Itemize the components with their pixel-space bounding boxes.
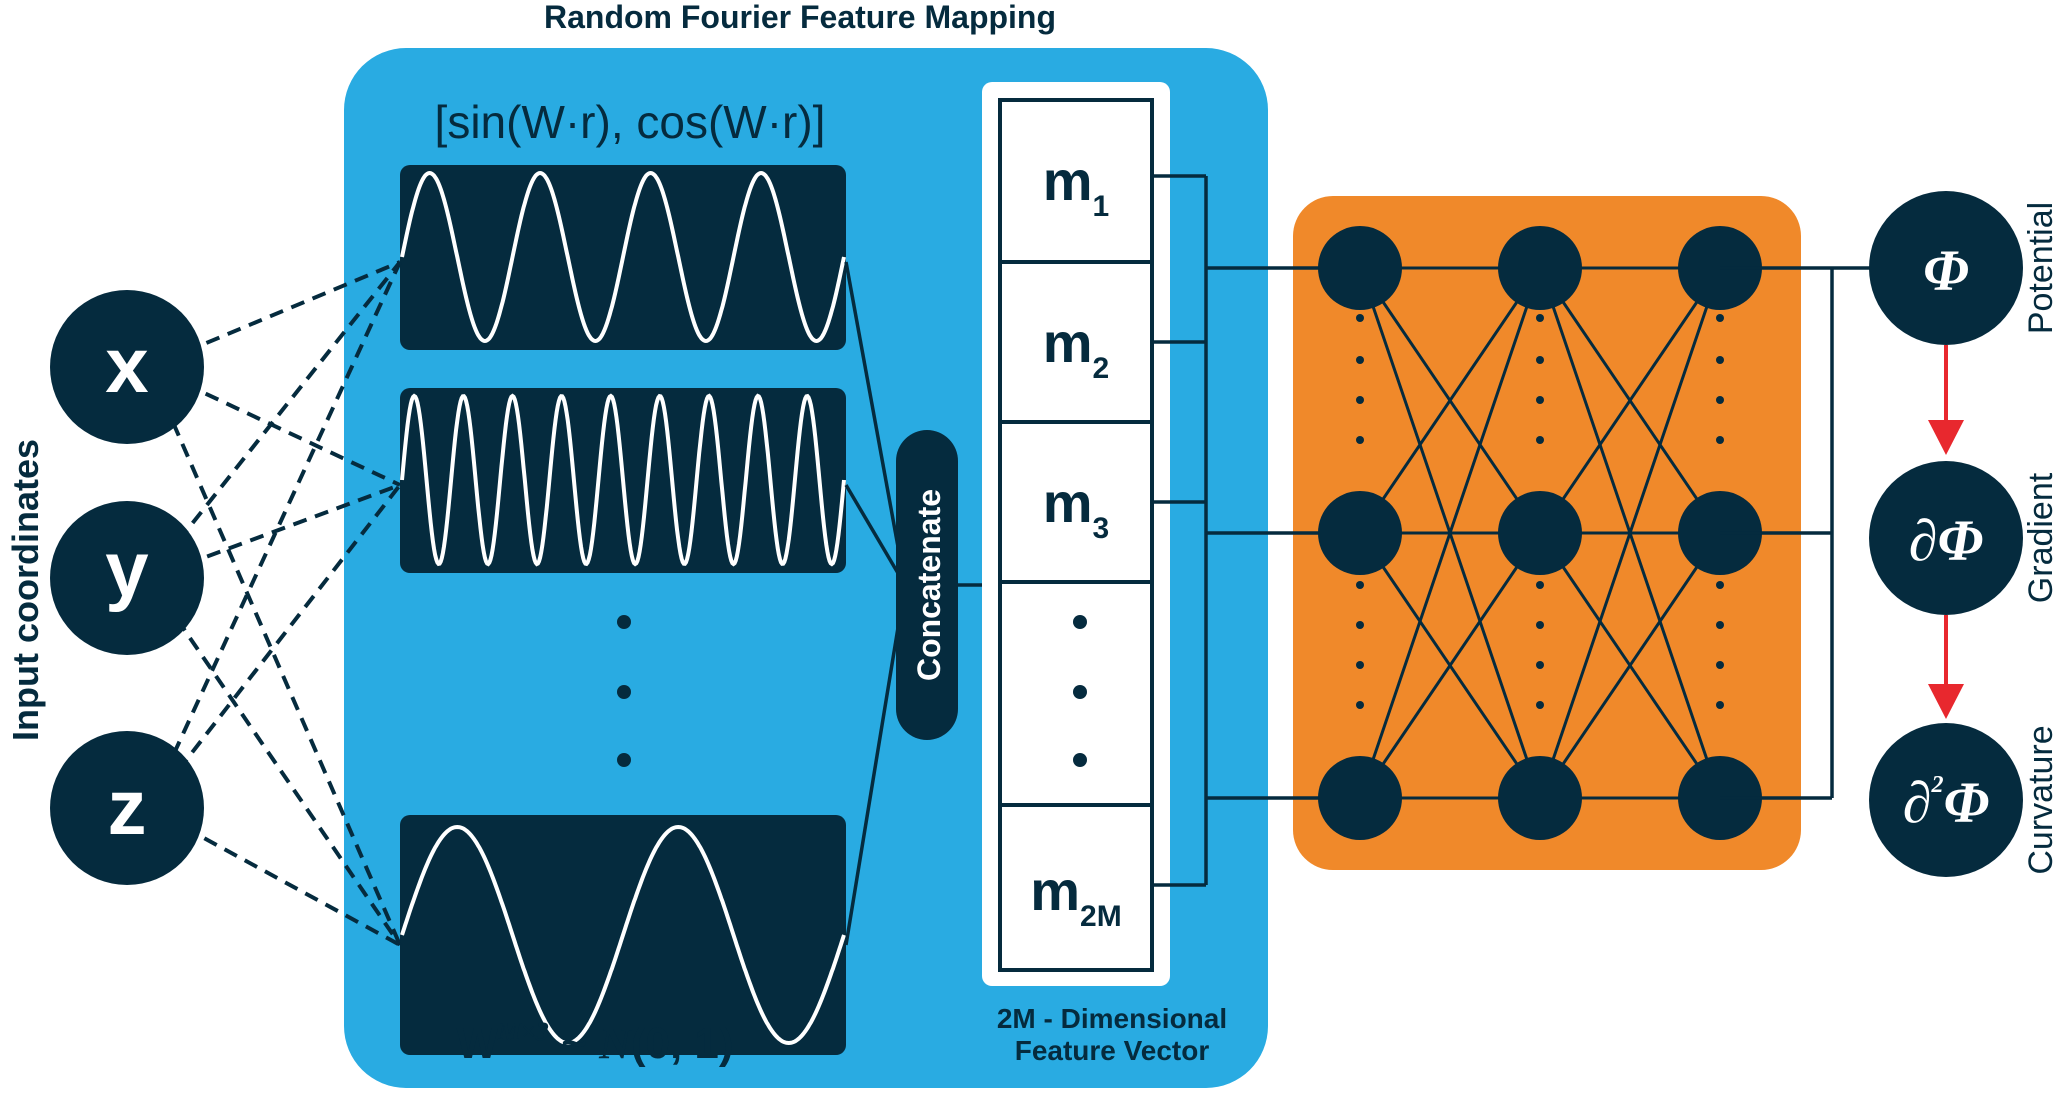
input-node-x: x [50, 290, 204, 444]
wave-panel-2 [400, 388, 846, 573]
input-connections [162, 260, 402, 947]
feature-ellipsis [1073, 615, 1087, 767]
svg-text:z: z [108, 763, 147, 851]
feature-vector-dividers [1000, 260, 1152, 807]
svg-text:x: x [105, 321, 148, 409]
mlp-node-l1-n2 [1498, 756, 1582, 840]
feature-bus [1152, 174, 1360, 887]
feature-cell-m2: m2 [1043, 311, 1109, 385]
mlp-node-l0-n0 [1318, 226, 1402, 310]
wave-ellipsis [617, 615, 631, 767]
feature-caption-line1: 2M - Dimensional [997, 1003, 1227, 1034]
mlp-ellipsis [1356, 314, 1724, 709]
weight-distribution: WM×3 ~ N(0, 1) [456, 1017, 733, 1068]
input-node-y: y [50, 501, 204, 655]
concatenate-block [896, 430, 958, 740]
output-node-gradient: ∂Φ [1869, 461, 2023, 615]
output-label-curvature: Curvature [2022, 725, 2060, 874]
fourier-formula: [sin(W·r), cos(W·r)] [435, 96, 826, 148]
mlp-node-l1-n0 [1498, 226, 1582, 310]
output-label-potential: Potential [2022, 202, 2060, 334]
feature-cell-m1: m1 [1043, 149, 1109, 223]
output-label-gradient: Gradient [2022, 472, 2060, 603]
feature-cell-m2M: m2M [1030, 859, 1121, 933]
wave-panel-3 [400, 815, 846, 1055]
output-node-curvature: ∂2Φ [1869, 723, 2023, 877]
svg-text:∂Φ: ∂Φ [1909, 508, 1983, 573]
diagram-title: Random Fourier Feature Mapping [544, 0, 1056, 35]
input-coordinates-label: Input coordinates [5, 439, 46, 741]
feature-vector [998, 98, 1154, 972]
svg-text:y: y [105, 525, 148, 613]
derivative-arrow-1 [1928, 345, 1964, 455]
feature-cell-m3: m3 [1043, 471, 1109, 545]
feature-caption-line2: Feature Vector [1015, 1035, 1210, 1066]
input-node-z: z [50, 731, 204, 885]
wave-to-concat-lines [844, 261, 1000, 946]
svg-text:∂2Φ: ∂2Φ [1903, 770, 1989, 835]
derivative-arrow-2 [1928, 615, 1964, 719]
wave-panel-1 [400, 165, 846, 350]
mlp-node-l1-n1 [1498, 491, 1582, 575]
svg-text:Φ: Φ [1923, 238, 1969, 303]
concatenate-label: Concatenate [911, 489, 947, 681]
mlp-node-l0-n2 [1318, 756, 1402, 840]
output-node-potential: Φ [1869, 191, 2023, 345]
feature-cells: m1 m2 m3 m2M [1030, 149, 1121, 933]
mlp-node-l0-n1 [1318, 491, 1402, 575]
